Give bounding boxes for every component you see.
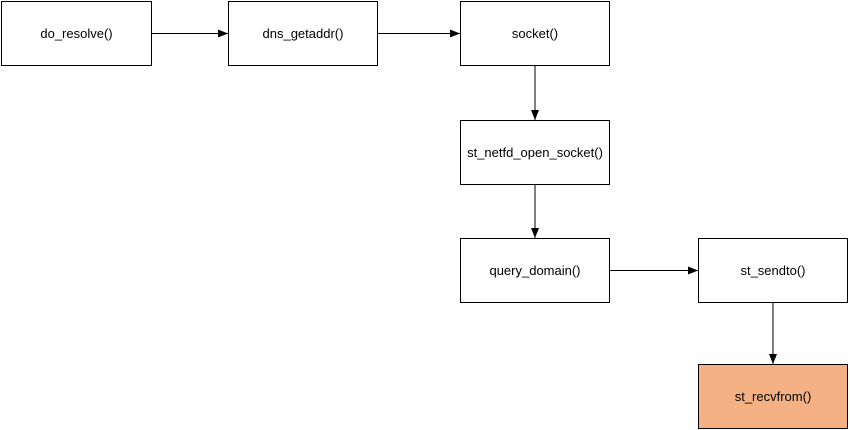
node-label: dns_getaddr() xyxy=(262,26,344,41)
node-st-sendto: st_sendto() xyxy=(698,238,848,303)
node-label: st_sendto() xyxy=(740,263,806,278)
node-dns-getaddr: dns_getaddr() xyxy=(228,1,378,66)
node-st-recvfrom: st_recvfrom() xyxy=(698,364,848,429)
node-label: st_recvfrom() xyxy=(734,389,812,404)
node-query-domain: query_domain() xyxy=(460,238,610,303)
node-socket: socket() xyxy=(460,1,610,66)
node-label: socket() xyxy=(511,26,559,41)
node-st-netfd-open-socket: st_netfd_open_socket() xyxy=(460,120,610,185)
node-label: st_netfd_open_socket() xyxy=(467,145,603,160)
node-label: do_resolve() xyxy=(40,26,113,41)
node-label: query_domain() xyxy=(489,263,581,278)
node-do-resolve: do_resolve() xyxy=(1,1,152,66)
